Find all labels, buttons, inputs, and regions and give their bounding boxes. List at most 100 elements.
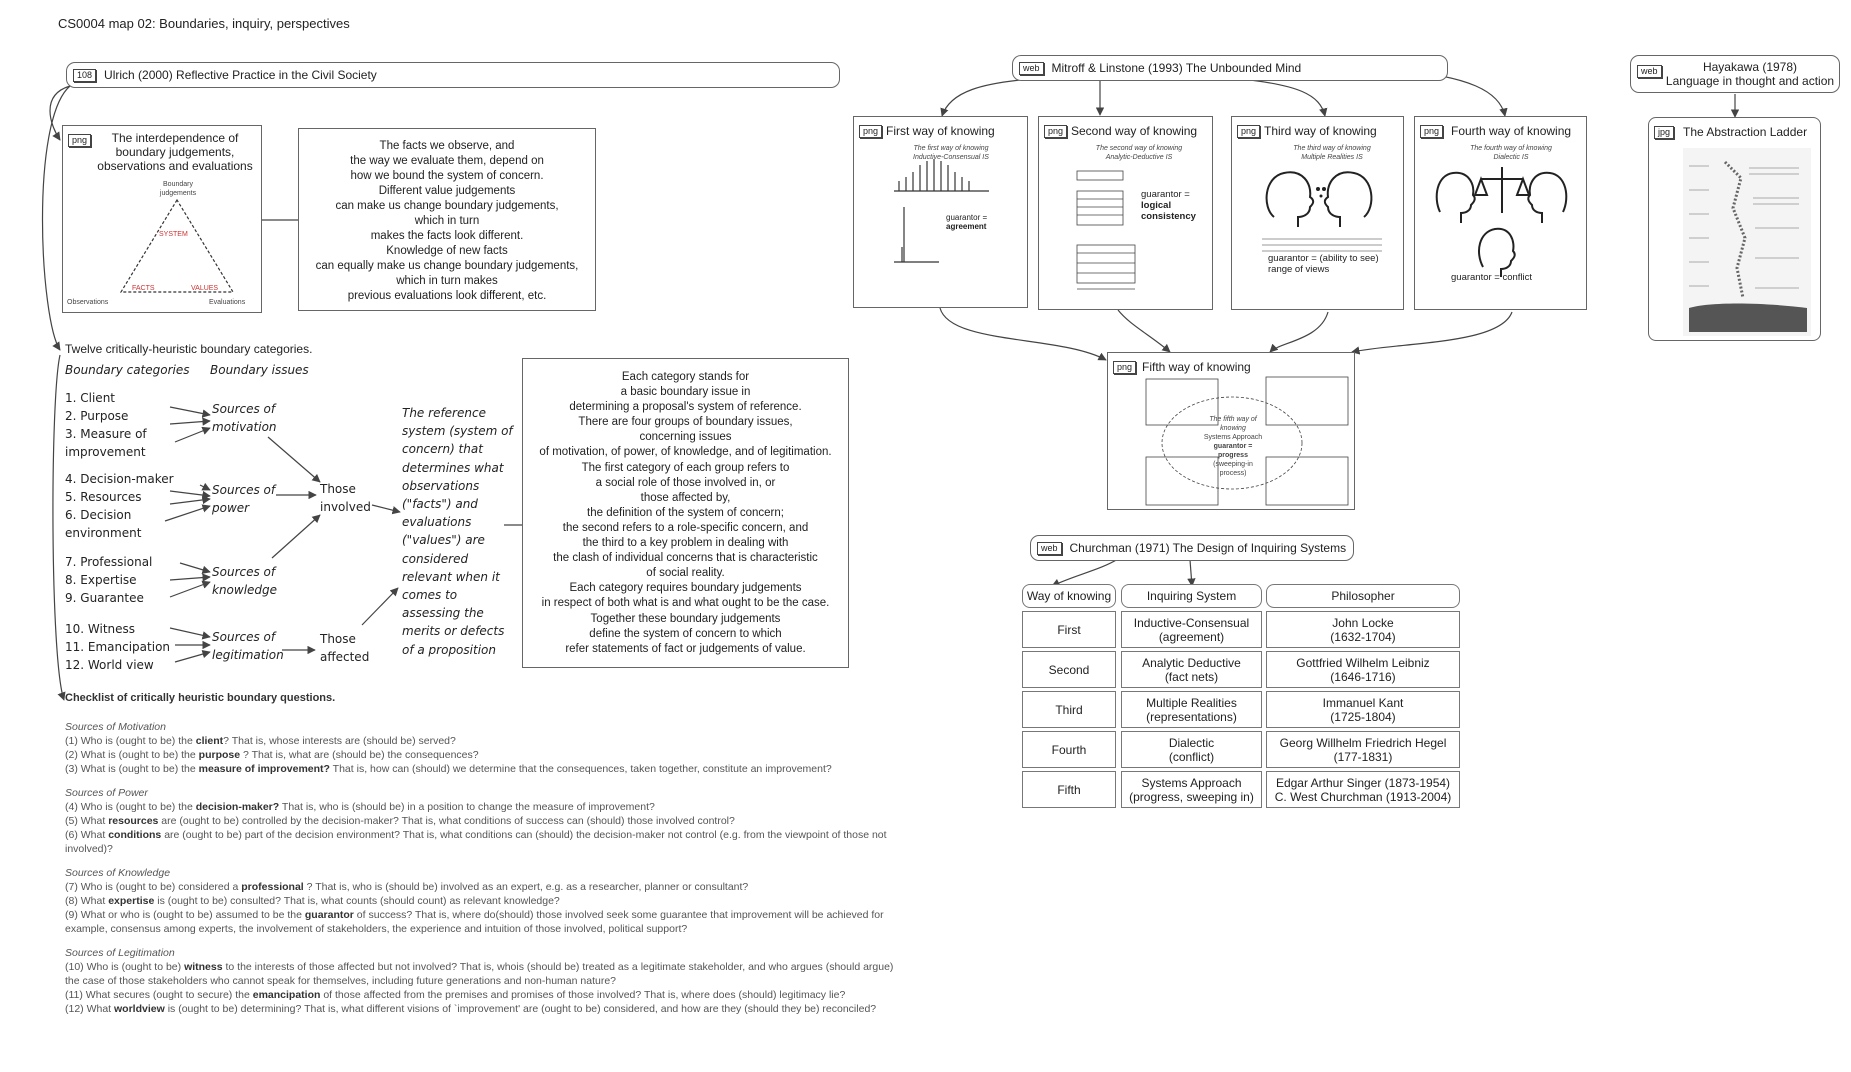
fifth-way-node[interactable]: png Fifth way of knowing The fifth way o… xyxy=(1107,352,1355,510)
hayakawa-reference-node[interactable]: web Hayakawa (1978) Language in thought … xyxy=(1630,55,1840,93)
image-icon: png xyxy=(1044,125,1068,138)
cell-line: Analytic Deductive xyxy=(1142,655,1241,670)
philosopher-cell: Edgar Arthur Singer (1873-1954)C. West C… xyxy=(1266,771,1460,808)
categories-knowledge-group: 7. Professional 8. Expertise 9. Guarante… xyxy=(65,553,152,607)
cell-line: (progress, sweeping in) xyxy=(1129,789,1254,804)
interdependence-image-node[interactable]: png The interdependence of boundary judg… xyxy=(62,125,262,313)
question-text: is (ought to be) consulted? That is, wha… xyxy=(154,895,560,907)
page-title: CS0004 map 02: Boundaries, inquiry, pers… xyxy=(58,16,350,31)
checklist-questions: Sources of Motivation(1) Who is (ought t… xyxy=(65,712,895,1016)
philosopher-cell: Georg Willhelm Friedrich Hegel(177-1831) xyxy=(1266,731,1460,768)
checklist-section-heading: Sources of Legitimation xyxy=(65,947,175,959)
cell-line: Fourth xyxy=(1051,742,1087,757)
cell-line: (fact nets) xyxy=(1164,669,1219,684)
question-keyword: decision-maker? xyxy=(195,801,280,813)
first-way-title: First way of knowing xyxy=(886,124,995,138)
cell-line: Immanuel Kant xyxy=(1322,695,1404,710)
reference-system-text: The reference system (system of concern)… xyxy=(402,406,513,657)
first-way-node[interactable]: png First way of knowing The first way o… xyxy=(853,116,1028,308)
system-cell: Dialectic(conflict) xyxy=(1121,731,1262,768)
cell-line: Fifth xyxy=(1057,782,1081,797)
facts-explanation-text: The facts we observe, and the way we eva… xyxy=(298,128,596,311)
fourth-way-node[interactable]: png Fourth way of knowing The fourth way… xyxy=(1414,116,1587,310)
boundary-categories-heading: Boundary categories xyxy=(65,363,190,377)
abstraction-ladder-node[interactable]: jpg The Abstraction Ladder xyxy=(1648,117,1821,341)
third-way-caption: guarantor = (ability to see) range of vi… xyxy=(1268,253,1379,275)
cell-line: John Locke xyxy=(1332,615,1394,630)
philosopher-cell: John Locke(1632-1704) xyxy=(1266,611,1460,648)
second-way-node[interactable]: png Second way of knowing The second way… xyxy=(1038,116,1213,310)
triangle-observations-label: Observations xyxy=(67,299,109,306)
churchman-reference-node[interactable]: web Churchman (1971) The Design of Inqui… xyxy=(1030,535,1354,561)
two-heads-figure xyxy=(1262,171,1382,252)
category-expertise: 8. Expertise xyxy=(65,573,137,587)
image-icon: png xyxy=(68,134,92,147)
cell-line: (1632-1704) xyxy=(1330,629,1396,644)
triangle-facts-label: FACTS xyxy=(132,285,155,292)
way-cell: Fourth xyxy=(1022,731,1116,768)
system-cell: Inductive-Consensual(agreement) xyxy=(1121,611,1262,648)
categories-legitimation-group: 10. Witness 11. Emancipation 12. World v… xyxy=(65,620,170,674)
table-header-system: Inquiring System xyxy=(1121,584,1262,608)
cell-line: (representations) xyxy=(1146,709,1237,724)
question-text: (9) What or who is (ought to be) assumed… xyxy=(65,909,305,921)
abstraction-ladder-title: The Abstraction Ladder xyxy=(1683,125,1808,139)
system-cell: Multiple Realities(representations) xyxy=(1121,691,1262,728)
question-text: ? That is, what are (should be) the cons… xyxy=(240,749,479,761)
categories-power-group: 4. Decision-maker 5. Resources 6. Decisi… xyxy=(65,470,174,542)
mitroff-reference-title: Mitroff & Linstone (1993) The Unbounded … xyxy=(1051,61,1302,75)
cell-line: Dialectic xyxy=(1168,735,1215,750)
category-professional: 7. Professional xyxy=(65,555,153,569)
category-decision-env-cont: environment xyxy=(65,526,142,540)
category-decision-env: 6. Decision xyxy=(65,508,132,522)
system-cell: Systems Approach(progress, sweeping in) xyxy=(1121,771,1262,808)
cell-line: (177-1831) xyxy=(1333,749,1393,764)
question-text: That is, who is (should be) in a positio… xyxy=(279,801,655,813)
table-header-philosopher: Philosopher xyxy=(1266,584,1460,608)
cell-line: First xyxy=(1057,622,1081,637)
triangle-values-label: VALUES xyxy=(191,285,219,292)
fifth-way-figure xyxy=(1145,376,1349,506)
question-text: (10) Who is (ought to be) xyxy=(65,961,185,973)
fifth-way-center-text: The fifth way of knowing Systems Approac… xyxy=(1203,416,1263,477)
cell-line: Georg Willhelm Friedrich Hegel xyxy=(1279,735,1447,750)
hayakawa-reference-title: Hayakawa (1978) Language in thought and … xyxy=(1665,60,1835,88)
question-text: are (ought to be) controlled by the deci… xyxy=(158,815,735,827)
checklist-question: (7) Who is (ought to be) considered a pr… xyxy=(65,880,895,894)
scales-figure xyxy=(1435,167,1568,277)
web-icon: web xyxy=(1037,541,1062,555)
question-text: is (ought to be) determining? That is, w… xyxy=(164,1003,877,1015)
triangle-top-label: Boundary judgements xyxy=(159,181,197,197)
checklist-question: (3) What is (ought to be) the measure of… xyxy=(65,762,895,776)
fourth-way-caption: guarantor = conflict xyxy=(1451,272,1533,283)
image-icon: png xyxy=(1237,125,1261,138)
category-purpose: 2. Purpose xyxy=(65,409,129,423)
system-cell: Analytic Deductive(fact nets) xyxy=(1121,651,1262,688)
web-icon: web xyxy=(1637,65,1662,78)
cell-line: Systems Approach xyxy=(1141,775,1242,790)
checklist-section-heading: Sources of Knowledge xyxy=(65,867,171,879)
web-icon: web xyxy=(1019,61,1044,75)
interdependence-title: The interdependence of boundary judgemen… xyxy=(97,131,253,173)
mitroff-reference-node[interactable]: web Mitroff & Linstone (1993) The Unboun… xyxy=(1012,55,1448,81)
ulrich-reference-node[interactable]: 108 Ulrich (2000) Reflective Practice in… xyxy=(66,62,840,88)
question-text: (11) What secures (ought to secure) the xyxy=(65,989,253,1001)
cell-line: (agreement) xyxy=(1158,629,1225,644)
way-cell: Second xyxy=(1022,651,1116,688)
cell-line: (conflict) xyxy=(1168,749,1215,764)
question-text: ? That is, who is (should be) involved a… xyxy=(303,881,749,893)
third-way-title: Third way of knowing xyxy=(1264,124,1377,138)
checklist-question: (10) Who is (ought to be) witness to the… xyxy=(65,960,895,988)
category-explanation-text: Each category stands for a basic boundar… xyxy=(522,358,849,668)
image-icon: png xyxy=(1420,125,1444,138)
third-way-node[interactable]: png Third way of knowing The third way o… xyxy=(1231,116,1404,310)
question-text: (7) Who is (ought to be) considered a xyxy=(65,881,242,893)
category-guarantee: 9. Guarantee xyxy=(65,591,144,605)
triangle-system-label: SYSTEM xyxy=(159,231,188,238)
ladder-figure xyxy=(1683,148,1811,336)
question-text: That is, how can (should) we determine t… xyxy=(329,763,832,775)
question-keyword: emancipation xyxy=(252,989,321,1001)
